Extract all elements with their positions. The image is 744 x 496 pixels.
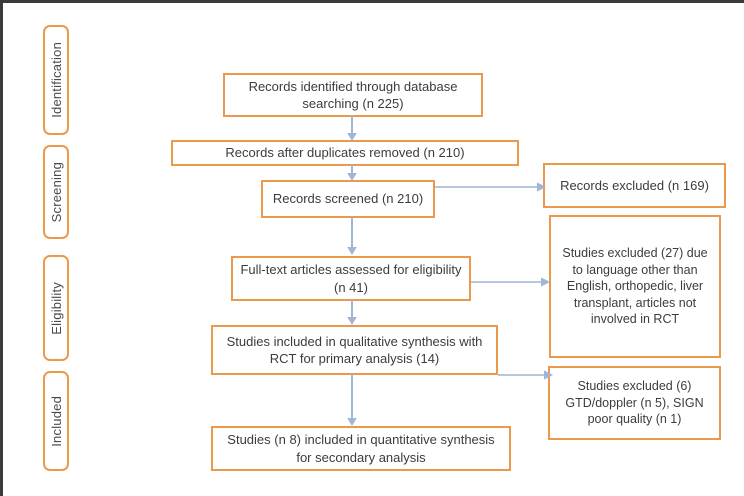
connector-qualitative-to-excluded-quality <box>498 367 554 383</box>
node-studies-excluded-quality: Studies excluded (6) GTD/doppler (n 5), … <box>548 366 721 440</box>
connector-fulltext-to-excluded-language <box>471 274 551 290</box>
node-studies-excluded-language-label: Studies excluded (27) due to language ot… <box>562 246 708 327</box>
connector-identified-to-duplicates <box>344 115 360 143</box>
stage-screening-label: Screening <box>48 161 64 223</box>
node-qualitative-synthesis: Studies included in qualitative synthesi… <box>211 325 498 375</box>
stage-identification-label: Identification <box>48 42 64 118</box>
node-records-after-duplicates: Records after duplicates removed (n 210) <box>171 140 519 166</box>
stage-eligibility-label: Eligibility <box>48 281 64 335</box>
node-records-identified: Records identified through database sear… <box>223 73 483 117</box>
node-fulltext-assessed-label: Full-text articles assessed for eligibil… <box>240 262 462 295</box>
connector-qualitative-to-quantitative <box>344 374 360 428</box>
stage-identification: Identification <box>43 25 69 135</box>
node-records-screened: Records screened (n 210) <box>261 180 435 218</box>
stage-screening: Screening <box>43 145 69 239</box>
node-quantitative-synthesis: Studies (n 8) included in quantitative s… <box>211 426 511 471</box>
connector-screened-to-excluded <box>435 179 547 195</box>
node-records-after-duplicates-label: Records after duplicates removed (n 210) <box>225 145 465 161</box>
node-studies-excluded-quality-label: Studies excluded (6) GTD/doppler (n 5), … <box>565 379 704 427</box>
node-records-excluded: Records excluded (n 169) <box>543 163 726 208</box>
connector-fulltext-to-qualitative <box>344 300 360 327</box>
node-studies-excluded-language: Studies excluded (27) due to language ot… <box>549 215 721 358</box>
node-quantitative-synthesis-label: Studies (n 8) included in quantitative s… <box>227 432 495 465</box>
node-records-screened-label: Records screened (n 210) <box>272 191 424 207</box>
node-records-identified-label: Records identified through database sear… <box>248 78 458 111</box>
node-fulltext-assessed: Full-text articles assessed for eligibil… <box>231 256 471 301</box>
stage-eligibility: Eligibility <box>43 255 69 361</box>
stage-included: Included <box>43 371 69 471</box>
connector-screened-to-fulltext <box>344 217 360 257</box>
stage-included-label: Included <box>48 395 64 447</box>
node-qualitative-synthesis-label: Studies included in qualitative synthesi… <box>226 333 483 366</box>
node-records-excluded-label: Records excluded (n 169) <box>560 177 709 193</box>
